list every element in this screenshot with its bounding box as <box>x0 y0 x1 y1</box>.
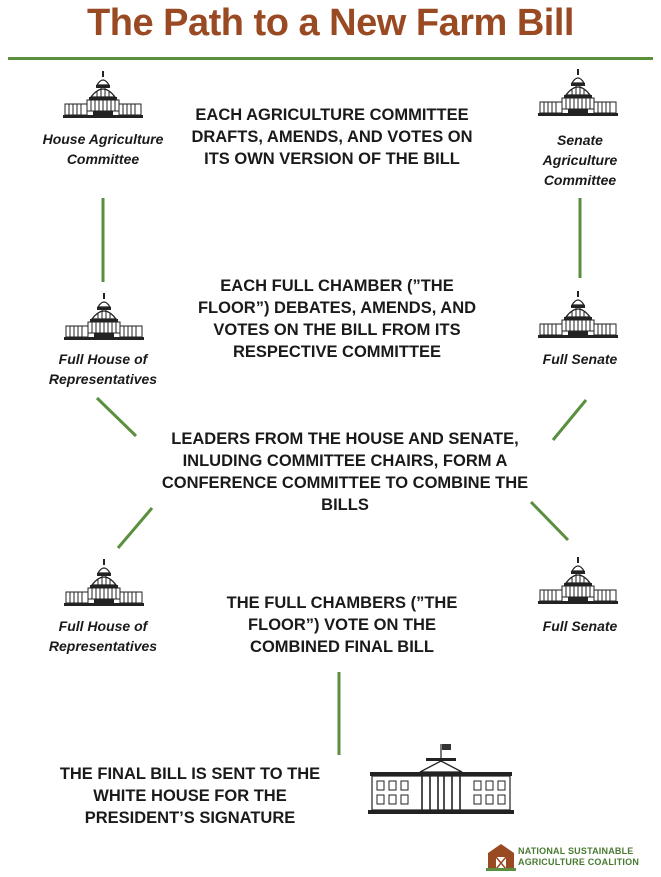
step-floor: EACH FULL CHAMBER (”THE FLOOR”) DEBATES,… <box>197 277 477 361</box>
connector-house-to-conference <box>95 396 138 438</box>
capitol-icon <box>538 68 618 117</box>
connector-conference-to-house <box>116 507 154 549</box>
step-conference: LEADERS FROM THE HOUSE AND SENATE, INLUD… <box>161 430 529 514</box>
logo-line-2: AGRICULTURE COALITION <box>518 857 640 867</box>
senate-committee-label: Senate Agriculture Committee <box>542 132 618 188</box>
page-title: The Path to a New Farm Bill <box>87 2 574 44</box>
connector-conference-to-senate <box>529 500 570 542</box>
full-senate-label: Full Senate <box>542 618 618 634</box>
capitol-icon <box>64 292 144 341</box>
white-house-icon <box>368 744 514 814</box>
step-final-vote: THE FULL CHAMBERS (”THE FLOOR”) VOTE ON … <box>226 594 458 656</box>
capitol-icon <box>538 556 618 605</box>
nsac-logo: NATIONAL SUSTAINABLE AGRICULTURE COALITI… <box>486 841 656 873</box>
step-president: THE FINAL BILL IS SENT TO THE WHITE HOUS… <box>59 765 321 827</box>
connector-senate-to-conference <box>551 399 588 441</box>
capitol-icon <box>538 290 618 339</box>
title-divider <box>8 57 653 60</box>
capitol-icon <box>63 70 143 119</box>
full-house-label: Full House of Representatives <box>48 618 158 654</box>
capitol-icon <box>64 558 144 607</box>
full-house-label: Full House of Representatives <box>48 351 158 387</box>
barn-logo-icon <box>486 844 516 871</box>
logo-line-1: NATIONAL SUSTAINABLE <box>518 846 634 856</box>
house-committee-label: House Agriculture Committee <box>42 131 164 167</box>
step-committee: EACH AGRICULTURE COMMITTEE DRAFTS, AMEND… <box>191 106 473 168</box>
full-senate-label: Full Senate <box>542 351 618 367</box>
